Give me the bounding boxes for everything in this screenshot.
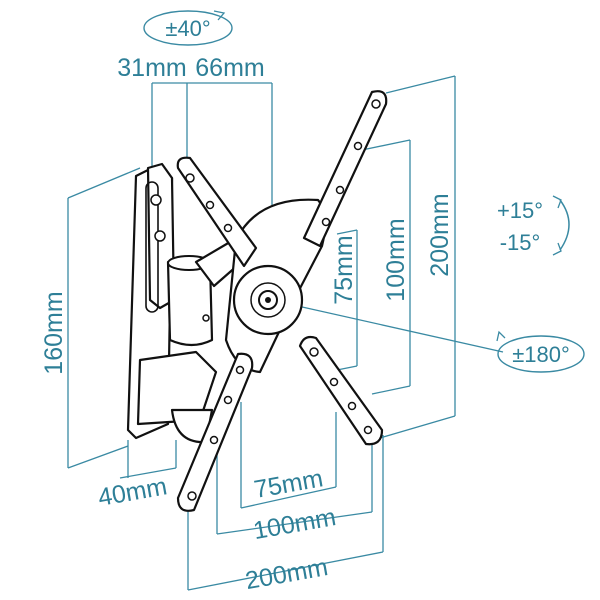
arm-bottom-right-body: [298, 335, 384, 446]
arm-depth-a-label: 31mm: [117, 54, 186, 82]
wall-height-ext-top: [67, 167, 141, 199]
wall-plate-lower-bracket: [136, 350, 218, 426]
wall-hole-mid: [154, 230, 166, 242]
wall-plate-slot: [145, 181, 159, 313]
v75-ext-bottom: [336, 365, 358, 371]
arm-bottom-left-body: [176, 352, 254, 512]
arm-bl-hole-3: [209, 435, 219, 445]
swivel-arrow-top-icon: [552, 195, 562, 209]
arm-bl-hole-2: [223, 395, 233, 405]
hub-bolt-center: [265, 297, 271, 303]
v200-ext-top: [385, 75, 456, 94]
arm-top-left-body: [176, 156, 258, 268]
arm-br-hole-4: [363, 425, 373, 435]
tilt-arrow-icon: [213, 10, 226, 21]
mount-drawing: [126, 90, 388, 512]
vesa-arm-bottom-right: [298, 335, 384, 446]
tilt-badge: [143, 10, 233, 46]
h75-dim-line: [240, 486, 337, 509]
arm-tr-hole-2: [353, 141, 363, 151]
v100-ext-bottom: [371, 385, 411, 395]
h200-dim-line: [187, 551, 384, 591]
arm-bl-hole-4: [187, 491, 197, 501]
vesa-arm-top-right: [302, 90, 388, 248]
wall-height-ext-bottom: [67, 445, 129, 469]
arm-tr-hole-3: [335, 185, 345, 195]
wall-height-label: 160mm: [40, 291, 68, 374]
arm-depth-b-label: 66mm: [195, 54, 264, 82]
tilt-up-label: +15°: [497, 198, 543, 223]
arm-tr-hole-1: [371, 99, 381, 109]
arm-br-hole-1: [309, 347, 319, 357]
wall-depth-dim-line: [119, 467, 177, 479]
arm-br-hole-3: [347, 401, 357, 411]
arm-tl-hole-3: [223, 223, 233, 233]
arm-top-right-body: [302, 90, 388, 248]
swivel-arc: [552, 195, 570, 256]
swivel-arc-icon: [559, 199, 570, 251]
rotation-badge: [496, 330, 585, 373]
hinge-column: [166, 240, 248, 444]
arm-bl-hole-1: [235, 365, 245, 375]
arm-br-hole-2: [329, 377, 339, 387]
arm-tl-hole-1: [185, 173, 195, 183]
arm-tl-hole-2: [205, 200, 215, 210]
vesa-v200-label: 200mm: [426, 193, 454, 276]
rotation-label: ±180°: [512, 342, 570, 367]
vesa-arm-top-left: [176, 156, 258, 268]
hinge-screw: [202, 314, 210, 322]
wall-hole-top: [150, 194, 162, 206]
vesa-v100-label: 100mm: [382, 218, 410, 301]
rotation-badge-outline: [497, 335, 585, 373]
v100-ext-top: [361, 139, 411, 151]
tilt-badge-outline: [143, 10, 233, 46]
vesa-v75-label: 75mm: [330, 235, 358, 304]
vesa-h200-label: 200mm: [243, 553, 330, 595]
vesa-arm-bottom-left: [176, 352, 254, 512]
wall-depth-label: 40mm: [96, 472, 169, 512]
vesa-h100-label: 100mm: [251, 503, 338, 545]
dimension-lines: [67, 75, 504, 591]
v200-ext-bottom: [379, 415, 456, 439]
tilt-down-label: -15°: [500, 230, 541, 255]
swivel-arrow-bottom-icon: [552, 242, 562, 256]
arm-tr-hole-4: [321, 217, 331, 227]
rotation-arrow-icon: [496, 330, 506, 342]
tilt-label: ±40°: [165, 16, 210, 41]
dimension-labels: ±40° 31mm 66mm +15° -15° 160mm 75mm 100m…: [40, 16, 570, 595]
v75-ext-top: [336, 229, 358, 235]
h100-dim-line: [216, 511, 373, 535]
vesa-h75-label: 75mm: [252, 464, 325, 504]
